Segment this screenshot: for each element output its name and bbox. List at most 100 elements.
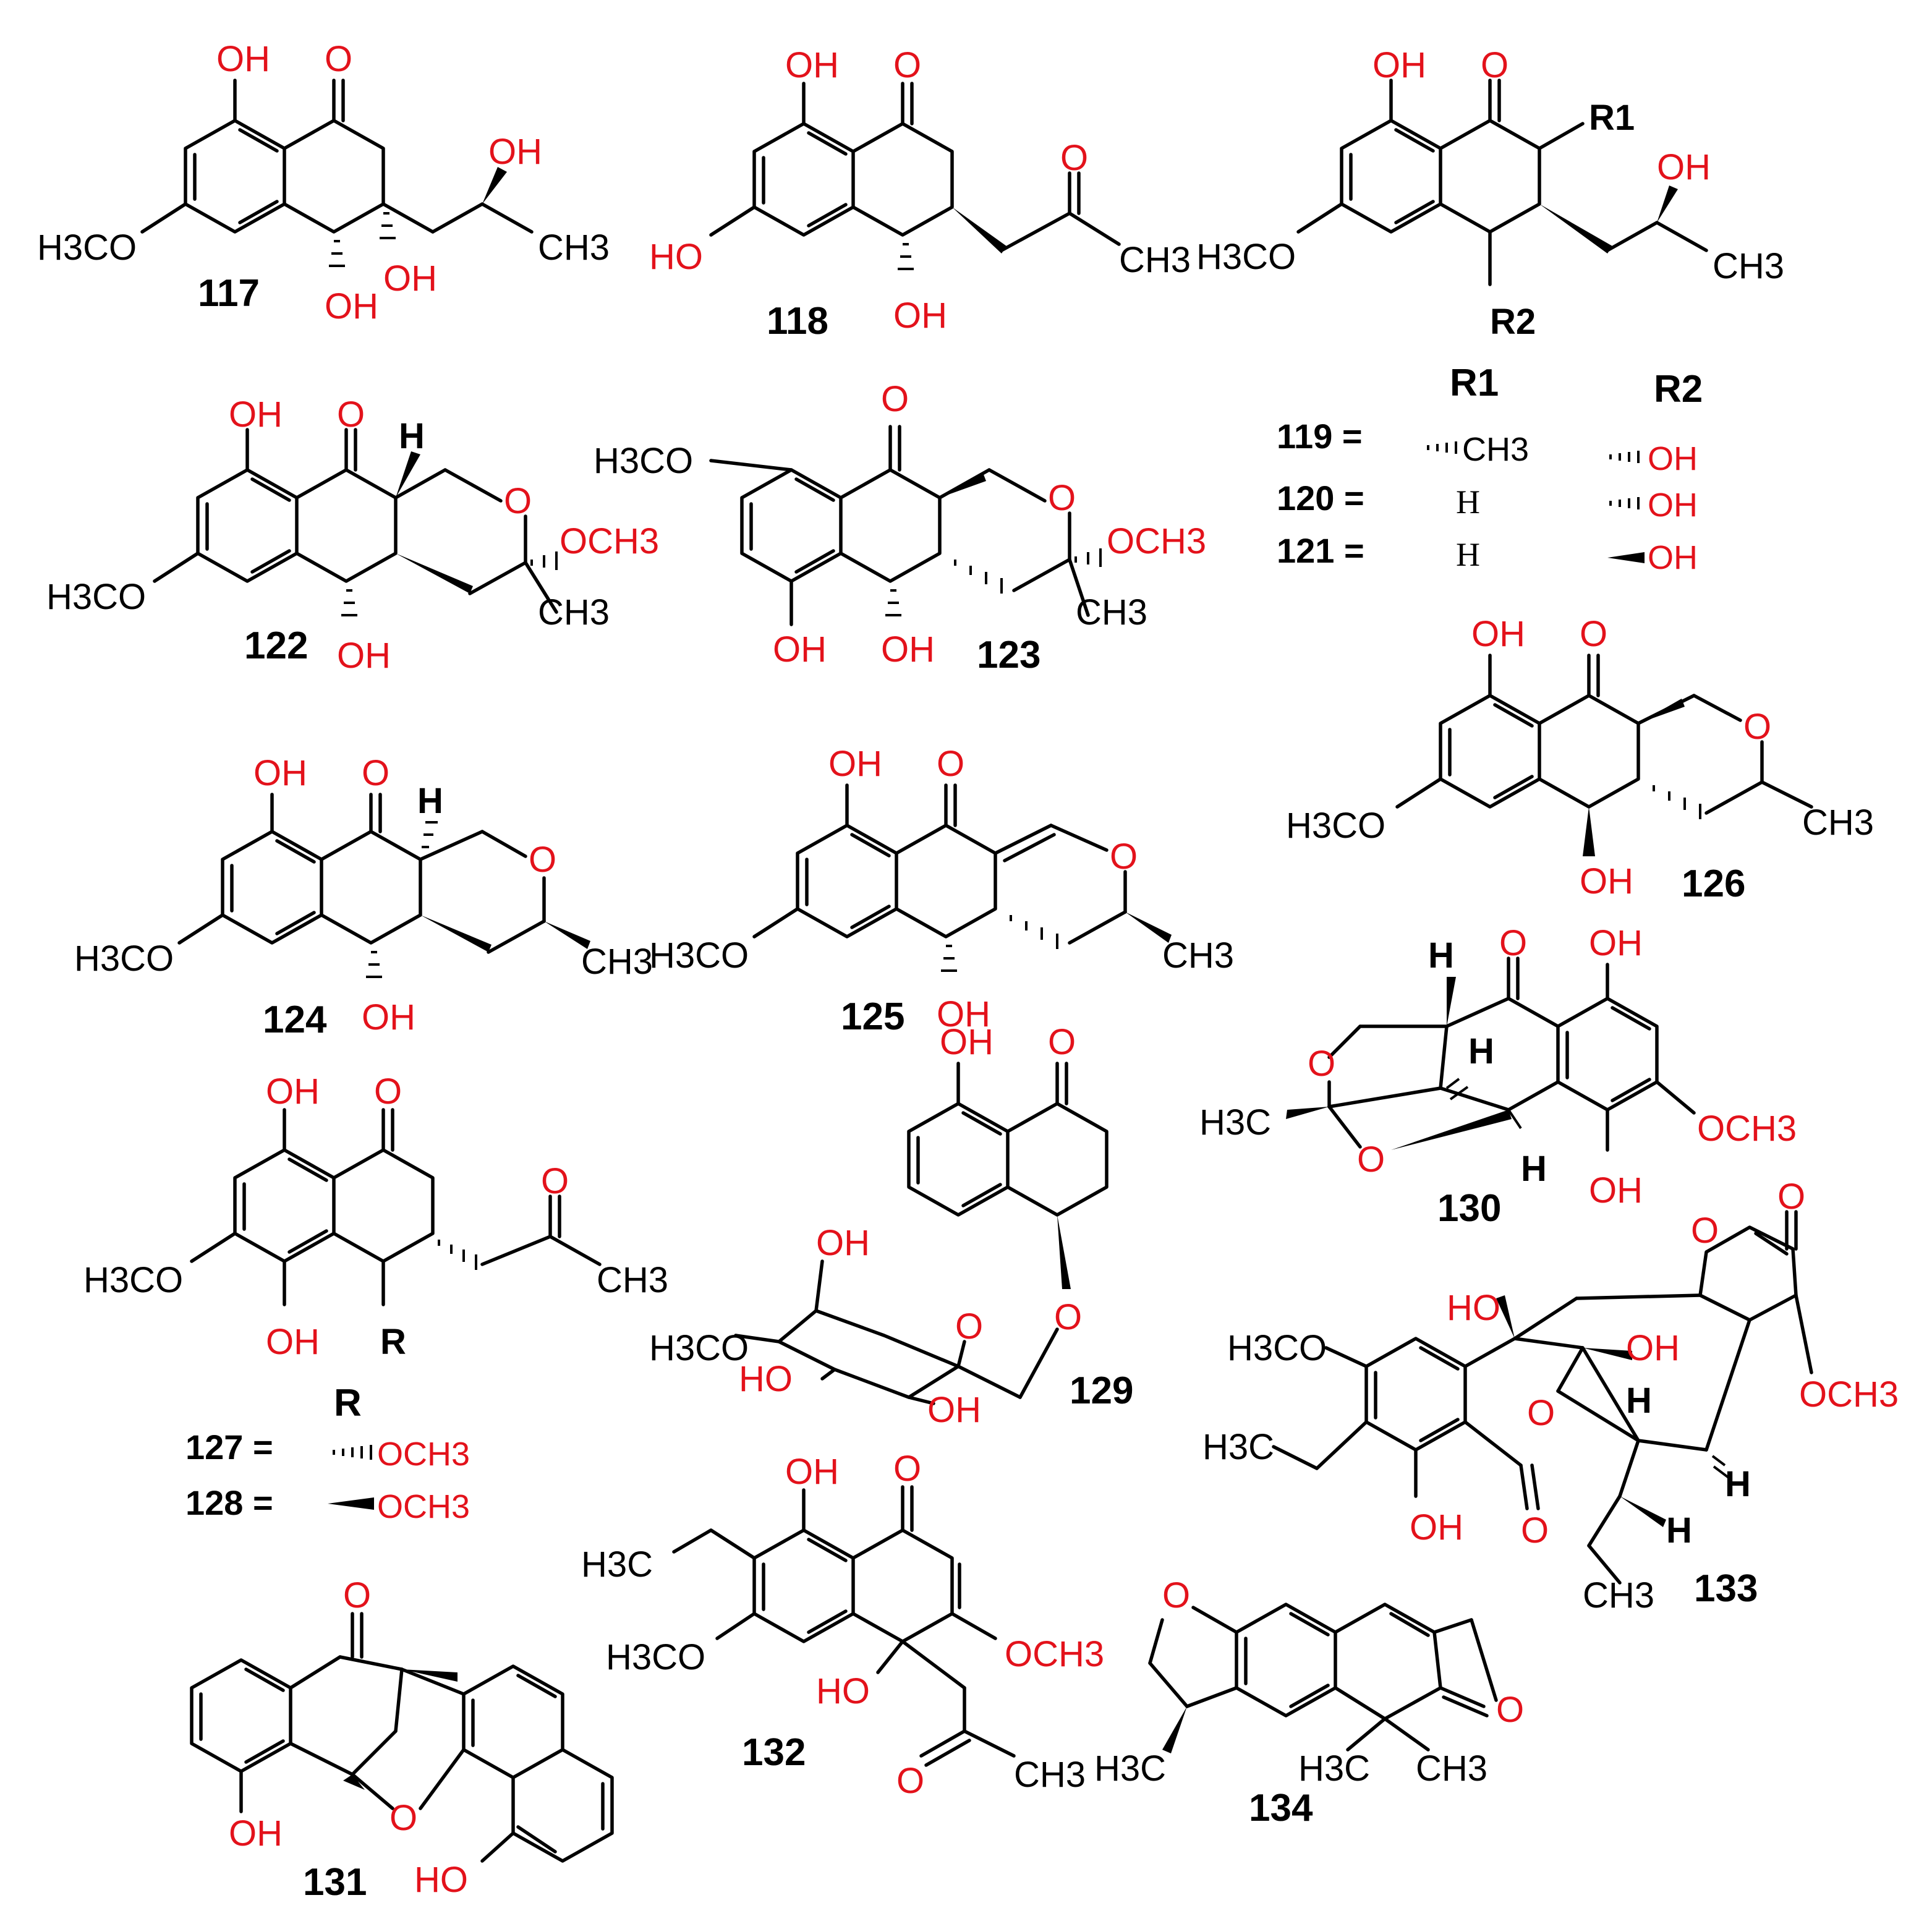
atom-133-oh: OH bbox=[1626, 1328, 1680, 1368]
atom-133-o-keto: O bbox=[1521, 1510, 1549, 1551]
atom-123-meo: H3CO bbox=[594, 441, 693, 481]
r-table-row-119-r1: CH3 bbox=[1462, 431, 1529, 468]
atom-127-r: R bbox=[380, 1322, 406, 1362]
atom-117-oh-c: OH bbox=[383, 258, 437, 299]
compound-id-118: 118 bbox=[767, 300, 828, 343]
atom-127-me: CH3 bbox=[597, 1260, 668, 1300]
r-table-row-127-r: OCH3 bbox=[377, 1436, 470, 1473]
compound-id-123: 123 bbox=[977, 634, 1040, 676]
atom-119-o-keto: O bbox=[1481, 45, 1509, 85]
atom-125-me: CH3 bbox=[1162, 935, 1234, 976]
r-table-row-127-label: 127 = bbox=[185, 1428, 273, 1467]
atom-126-meo: H3CO bbox=[1286, 806, 1385, 846]
atom-130-o-keto: O bbox=[1499, 923, 1527, 963]
atom-130-h-b: H bbox=[1468, 1031, 1494, 1071]
wedge-bond-icon bbox=[1607, 552, 1645, 563]
atom-127-oh-b: OH bbox=[266, 1322, 320, 1362]
atom-124-oh-a: OH bbox=[253, 753, 307, 793]
atom-124-o-keto: O bbox=[362, 753, 389, 793]
r-table-row-120-r2: OH bbox=[1648, 487, 1698, 524]
r-table-row-119-label: 119 = bbox=[1277, 417, 1363, 456]
compound-id-132: 132 bbox=[742, 1731, 806, 1774]
atom-126-oh-a: OH bbox=[1471, 614, 1525, 654]
atom-125-meo: H3CO bbox=[649, 935, 749, 976]
atom-122-me: CH3 bbox=[538, 592, 610, 632]
atom-117-o-keto: O bbox=[325, 39, 352, 79]
atom-126-o-ring: O bbox=[1743, 707, 1771, 747]
atom-118-me: CH3 bbox=[1119, 240, 1191, 280]
structure-130: H O OH O H H3C OCH3 O H OH 130 bbox=[1199, 923, 1797, 1230]
atom-123-me: CH3 bbox=[1076, 592, 1147, 632]
atom-130-h-a: H bbox=[1428, 935, 1454, 976]
atom-129-o-keto: O bbox=[1048, 1022, 1076, 1062]
atom-126-me: CH3 bbox=[1802, 803, 1874, 843]
atom-130-h-c: H bbox=[1521, 1149, 1547, 1189]
atom-125-oh-b: OH bbox=[937, 994, 990, 1034]
atom-117-oh-a: OH bbox=[216, 39, 270, 79]
structure-123: O H3CO O OCH3 CH3 OH OH 123 bbox=[594, 379, 1206, 676]
atom-122-h: H bbox=[399, 416, 425, 456]
atom-118-oh-b: OH bbox=[893, 296, 947, 336]
atom-132-ho: HO bbox=[816, 1671, 870, 1711]
atom-132-me: CH3 bbox=[1014, 1755, 1086, 1795]
structure-124: OH O H O H3CO CH3 OH 124 bbox=[74, 753, 653, 1041]
compound-id-130: 130 bbox=[1437, 1187, 1501, 1230]
structure-126: OH O O H3CO CH3 OH 126 bbox=[1286, 614, 1874, 905]
atom-126-o-keto: O bbox=[1580, 614, 1607, 654]
atom-134-o-keto: O bbox=[1496, 1690, 1524, 1730]
atom-119-me: CH3 bbox=[1713, 246, 1784, 286]
compound-id-125: 125 bbox=[841, 995, 904, 1038]
atom-127-meo: H3CO bbox=[83, 1260, 183, 1300]
atom-129-ho: HO bbox=[739, 1359, 793, 1399]
atom-127-o-keto: O bbox=[374, 1071, 402, 1112]
atom-129-o-ring: O bbox=[955, 1306, 983, 1347]
compound-id-129: 129 bbox=[1070, 1369, 1133, 1412]
atom-133-o-bridge: O bbox=[1527, 1393, 1555, 1433]
atom-133-me: CH3 bbox=[1583, 1575, 1654, 1616]
atom-123-oh-a: OH bbox=[773, 629, 827, 670]
structure-118: OH O HO O CH3 OH 118 bbox=[649, 45, 1191, 343]
structure-122: OH O H O OCH3 CH3 H3CO OH 122 bbox=[46, 394, 659, 676]
atom-133-ome: OCH3 bbox=[1799, 1374, 1899, 1415]
atom-133-h-b: H bbox=[1725, 1464, 1751, 1504]
r-table-row-128-r: OCH3 bbox=[377, 1488, 470, 1525]
atom-133-et: H3C bbox=[1202, 1427, 1274, 1467]
atom-132-o-keto: O bbox=[893, 1449, 921, 1489]
compound-id-133: 133 bbox=[1694, 1567, 1758, 1610]
structure-125: OH O O H3CO CH3 OH 125 bbox=[649, 744, 1234, 1038]
atom-119-r2: R2 bbox=[1490, 302, 1536, 342]
compound-id-134: 134 bbox=[1249, 1787, 1313, 1829]
structure-134: O O H3C H3C CH3 134 bbox=[1094, 1575, 1524, 1829]
atom-129-meo: H3CO bbox=[649, 1328, 749, 1368]
compound-id-124: 124 bbox=[263, 998, 327, 1041]
r-group-table-127-128: R 127 = OCH3 128 = OCH3 bbox=[185, 1382, 470, 1525]
atom-119-oh-a: OH bbox=[1372, 45, 1426, 85]
r-table-row-121-r1: H bbox=[1456, 536, 1480, 573]
structure-117: OH O H3CO OH CH3 OH OH 117 bbox=[37, 39, 610, 326]
atom-117-me: CH3 bbox=[538, 228, 610, 268]
atom-125-oh-a: OH bbox=[828, 744, 882, 784]
r-table-row-128-label: 128 = bbox=[185, 1483, 273, 1522]
atom-118-o-side: O bbox=[1060, 138, 1088, 178]
atom-129-oh-b: OH bbox=[816, 1223, 870, 1263]
r-table-row-119-r2: OH bbox=[1648, 440, 1698, 477]
atom-118-o-keto: O bbox=[893, 45, 921, 85]
atom-129-oh-c: OH bbox=[927, 1390, 981, 1430]
atom-133-o-lac-co: O bbox=[1777, 1177, 1805, 1217]
atom-127-oh-a: OH bbox=[266, 1071, 320, 1112]
r-table-row-120-r1: H bbox=[1456, 483, 1480, 521]
r-table-header-r: R bbox=[334, 1382, 362, 1424]
r-table-row-121-r2: OH bbox=[1648, 539, 1698, 576]
atom-129-oh-a: OH bbox=[940, 1022, 994, 1062]
atom-124-h: H bbox=[417, 781, 443, 821]
atom-134-me-c: CH3 bbox=[1416, 1748, 1487, 1789]
atom-125-o-keto: O bbox=[937, 744, 964, 784]
atom-122-meo: H3CO bbox=[46, 577, 146, 617]
atom-132-oh-a: OH bbox=[785, 1452, 839, 1492]
atom-126-oh-b: OH bbox=[1580, 861, 1633, 901]
structure-127-128: OH O O H3CO CH3 OH R bbox=[83, 1071, 668, 1362]
hashed-bond-icon bbox=[333, 1445, 372, 1460]
atom-133-oh-b: OH bbox=[1410, 1507, 1463, 1548]
atom-131-o-ring: O bbox=[389, 1798, 417, 1838]
atom-118-oh-a: OH bbox=[785, 45, 839, 85]
